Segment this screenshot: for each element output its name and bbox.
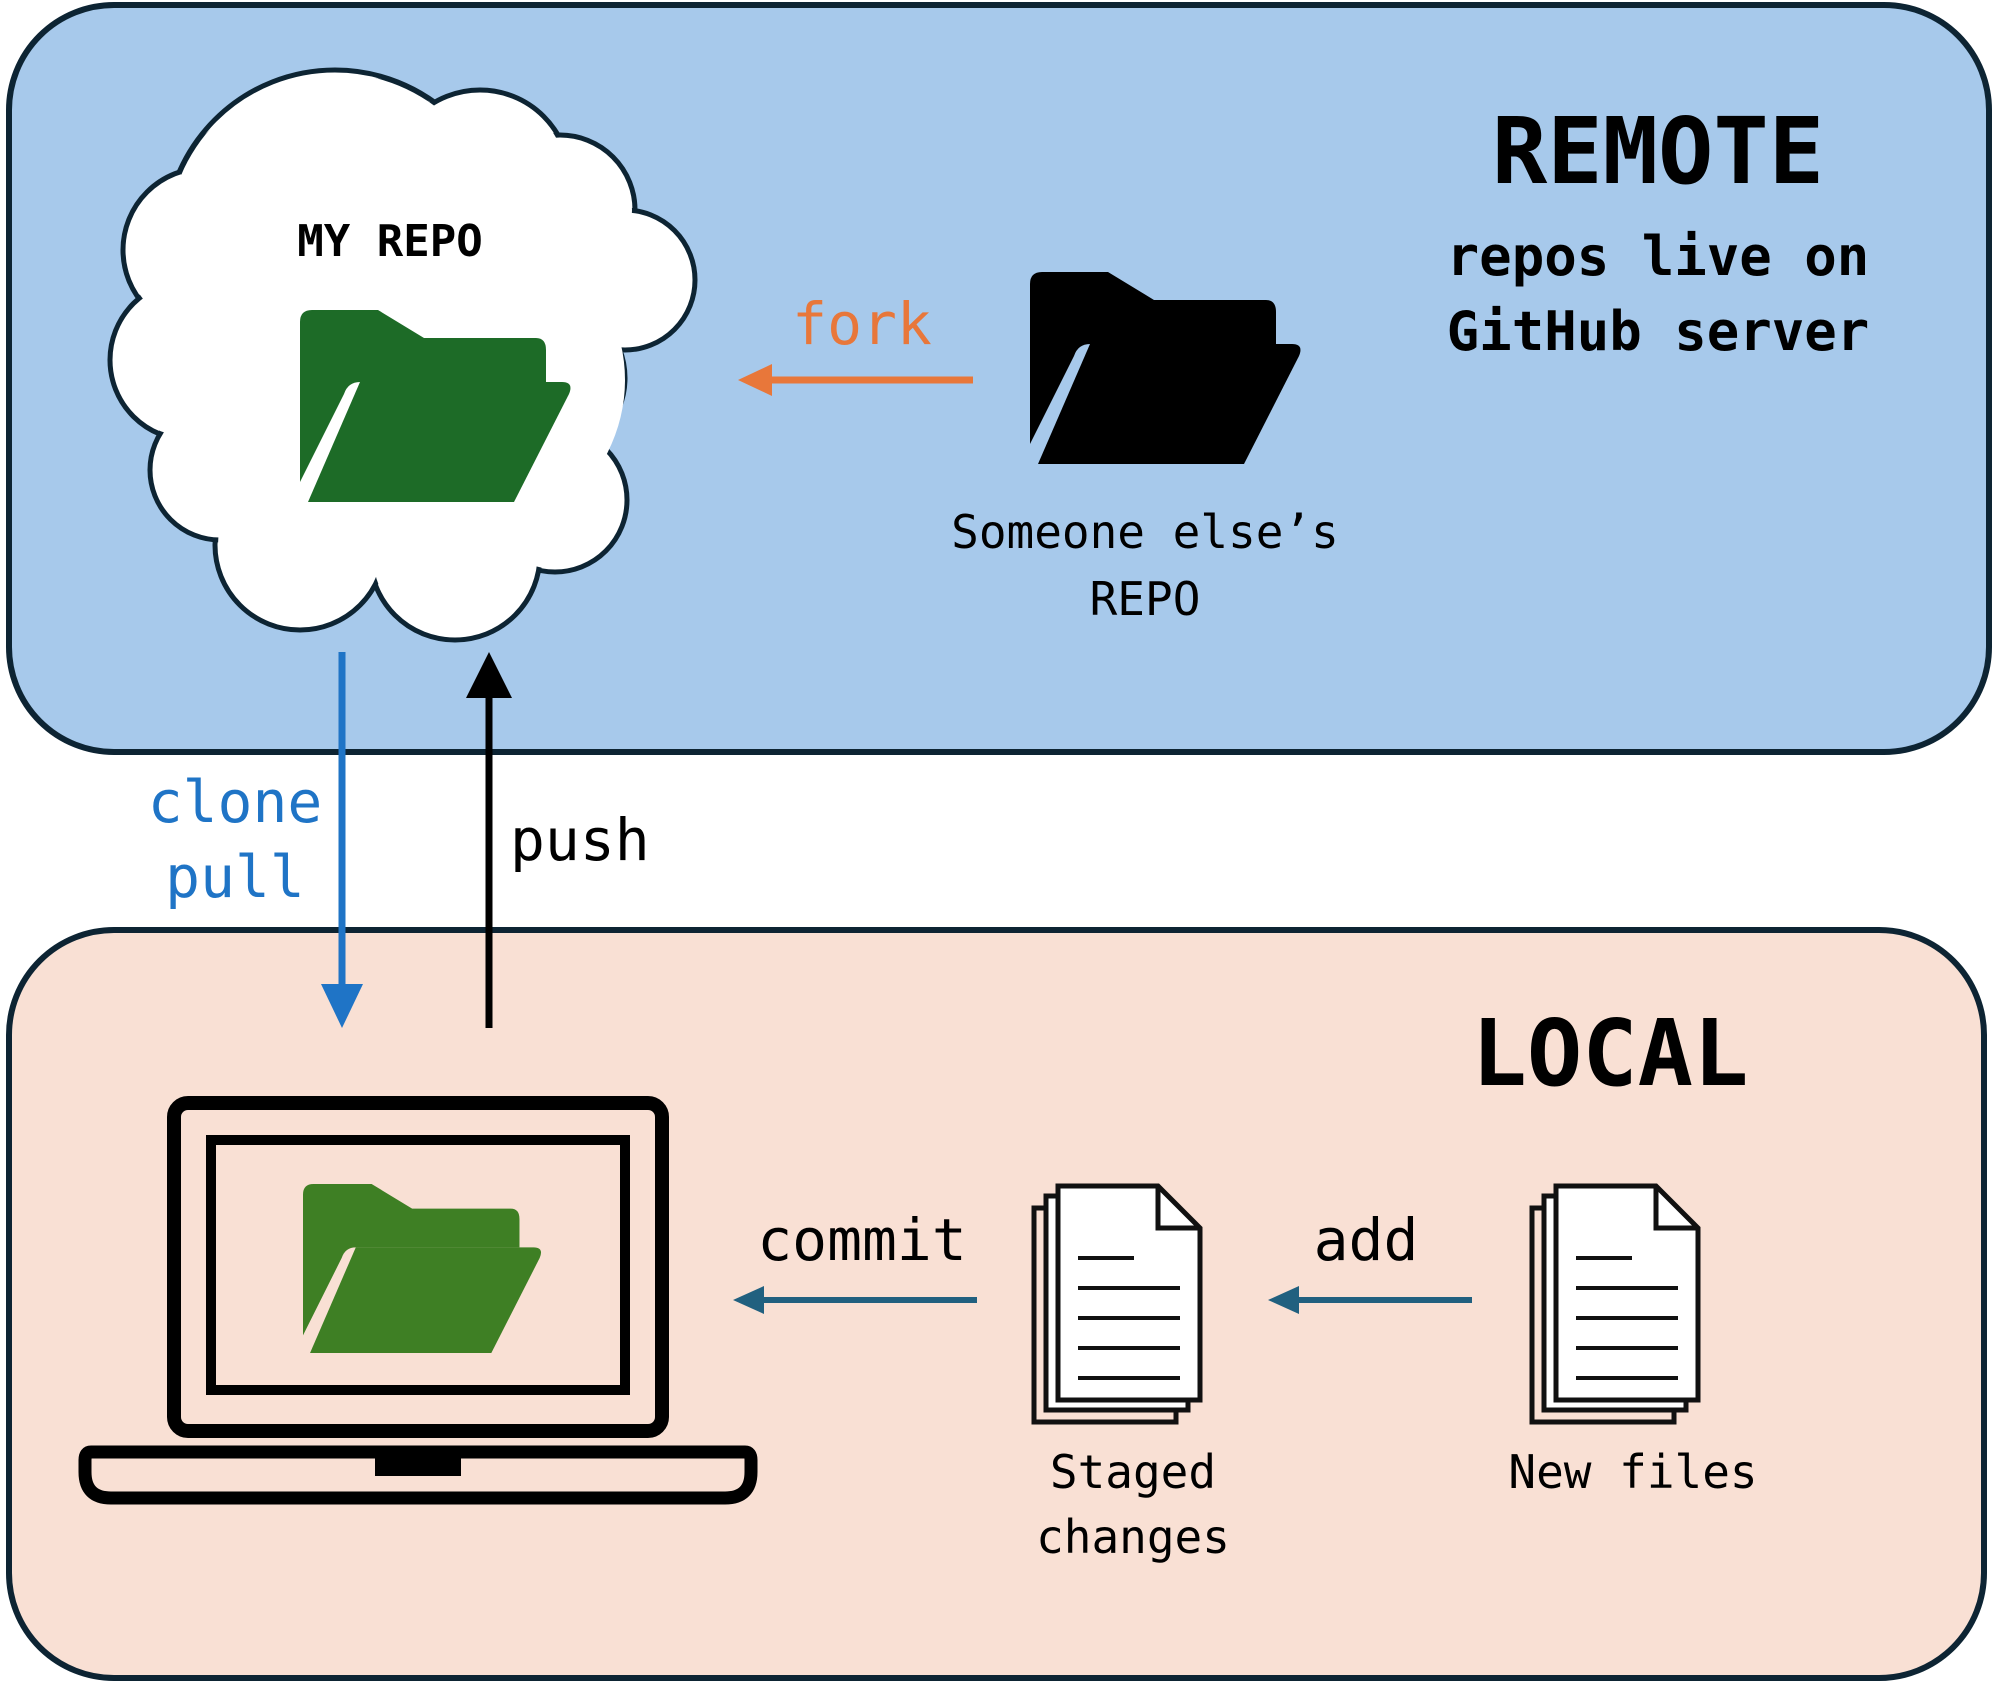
remote-subtitle-line2: GitHub server [1447, 300, 1870, 363]
new-files-documents-icon[interactable] [1532, 1186, 1698, 1422]
staged-label-line1: Staged [1050, 1445, 1216, 1499]
cloud-icon [107, 67, 698, 643]
push-arrow [466, 652, 512, 1028]
commit-label: commit [757, 1206, 967, 1274]
clone-pull-arrow [321, 652, 363, 1028]
commit-arrow [733, 1286, 977, 1314]
add-label: add [1314, 1206, 1419, 1274]
pull-label: pull [165, 843, 305, 911]
push-label: push [510, 806, 650, 874]
other-repo-label-line2: REPO [1090, 572, 1201, 626]
fork-label: fork [792, 290, 932, 358]
local-title: LOCAL [1472, 1000, 1749, 1107]
remote-subtitle-line1: repos live on [1447, 225, 1870, 288]
remote-title: REMOTE [1492, 98, 1824, 205]
local-panel [6, 927, 1987, 1681]
staged-label-line2: changes [1036, 1510, 1230, 1564]
fork-arrow [738, 364, 973, 396]
add-arrow [1268, 1286, 1472, 1314]
clone-label: clone [148, 768, 323, 836]
staged-documents-icon[interactable] [1034, 1186, 1200, 1422]
new-files-label: New files [1508, 1445, 1757, 1499]
my-repo-label: MY REPO [297, 216, 482, 267]
other-repo-label-line1: Someone else’s [951, 505, 1339, 559]
laptop-icon[interactable] [78, 1096, 758, 1505]
